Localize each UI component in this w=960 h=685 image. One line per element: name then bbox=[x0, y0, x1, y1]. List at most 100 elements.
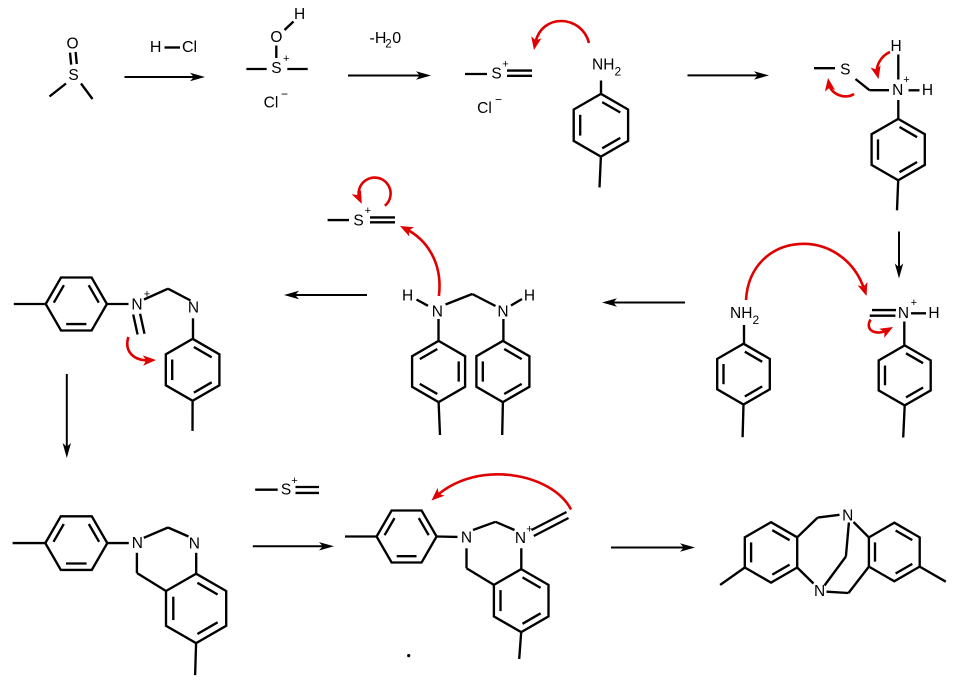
inner-double-bond bbox=[521, 576, 542, 589]
tolyl-ring bbox=[43, 515, 109, 572]
dehydration-text: 0 bbox=[392, 30, 401, 47]
inner-double-bond bbox=[196, 621, 219, 636]
ring-outline bbox=[743, 520, 799, 584]
nitrogen-label: N bbox=[497, 303, 508, 320]
inner-double-bond bbox=[193, 345, 213, 359]
reaction-arrow-3 bbox=[687, 71, 769, 80]
arrowhead bbox=[894, 263, 904, 279]
methyl-bond bbox=[501, 402, 505, 436]
electron-arrow-curve bbox=[357, 176, 392, 207]
electron-arrowhead bbox=[879, 327, 893, 338]
methyl-bond bbox=[518, 632, 523, 660]
sulfur-label: S bbox=[281, 482, 291, 499]
electron-arrowhead bbox=[824, 78, 836, 92]
ring-outline bbox=[867, 521, 921, 583]
inner-double-bond bbox=[503, 347, 523, 361]
plus-charge: + bbox=[911, 297, 917, 309]
oxygen-label: O bbox=[270, 29, 282, 46]
c-n-bond bbox=[817, 513, 840, 519]
hydrogen-label: H bbox=[294, 6, 305, 23]
reaction-arrow-5 bbox=[602, 298, 685, 307]
inner-double-bond bbox=[193, 381, 213, 394]
n-c-bond bbox=[143, 526, 169, 539]
inner-double-bond bbox=[87, 523, 101, 543]
dmso-molecule: O S bbox=[48, 36, 94, 100]
inner-double-bond bbox=[52, 523, 65, 543]
thionium-ion-2: S + bbox=[327, 205, 395, 230]
n-c-double-bond bbox=[533, 516, 570, 538]
electron-arrow-thionium-loop bbox=[351, 176, 392, 207]
electron-arrowhead bbox=[351, 189, 362, 204]
s-o-double-bond bbox=[74, 51, 78, 65]
inner-double-bond bbox=[601, 136, 621, 150]
trogers-base-product: N N bbox=[719, 508, 947, 600]
tolyl-ring bbox=[870, 117, 926, 182]
inner-double-bond bbox=[771, 563, 791, 576]
amine-label: NH bbox=[592, 57, 614, 74]
minus-charge: − bbox=[495, 93, 502, 107]
inner-double-bond bbox=[196, 581, 219, 596]
inner-double-bond bbox=[895, 562, 913, 575]
n-tolyl-iminium: N + H bbox=[869, 297, 940, 438]
bis-tolyl-aminal: H N N H bbox=[402, 288, 535, 436]
ring-outline bbox=[43, 515, 109, 572]
toluidine-ring bbox=[572, 92, 630, 158]
nitrogen-label: N bbox=[131, 296, 142, 313]
aminal-iminium: N + N bbox=[13, 276, 221, 431]
ring-outline bbox=[870, 117, 926, 182]
amine-label: NH bbox=[730, 305, 752, 322]
methyl-bond bbox=[741, 404, 745, 438]
s-c-bond bbox=[854, 78, 871, 92]
inner-double-bond bbox=[905, 352, 924, 365]
reaction-arrow-7 bbox=[62, 374, 71, 458]
n-c-bond bbox=[844, 522, 851, 557]
inner-double-bond bbox=[419, 382, 438, 396]
hydrogen-label: H bbox=[524, 288, 535, 305]
electron-arrow-ring-attack bbox=[126, 336, 156, 366]
reaction-arrow-8 bbox=[252, 542, 334, 551]
n-c-bond bbox=[472, 520, 496, 532]
c-n-bond bbox=[167, 526, 189, 538]
electron-arrow-pi-to-nitrogen bbox=[867, 318, 893, 338]
tolyl-ring bbox=[410, 339, 467, 404]
n-c-bond bbox=[826, 590, 849, 595]
benzo-ring bbox=[164, 572, 228, 645]
electron-arrow-amine-attack bbox=[531, 19, 591, 50]
c-c-bond bbox=[465, 567, 495, 586]
stray-dot bbox=[407, 654, 411, 658]
ring-outline bbox=[164, 337, 221, 403]
plus-charge: + bbox=[903, 74, 909, 86]
c-c-bond bbox=[847, 565, 870, 594]
electron-arrowhead bbox=[400, 226, 414, 237]
n-c-bond bbox=[143, 287, 169, 301]
arrowhead bbox=[284, 290, 299, 300]
nitrogen-label: N bbox=[189, 536, 200, 553]
electron-arrow-arene-attack bbox=[431, 473, 573, 511]
thionium-ion-1: S + bbox=[465, 59, 532, 83]
n-c-double-bond bbox=[138, 313, 146, 335]
inner-double-bond bbox=[419, 347, 438, 361]
methyl-bond bbox=[80, 82, 94, 100]
protonated-dmso: H O S + bbox=[246, 6, 308, 77]
electron-arrow-curve bbox=[827, 83, 855, 98]
benzo-ring bbox=[867, 521, 921, 583]
inner-double-bond bbox=[87, 284, 100, 304]
sulfonium-ammonium-adduct: S N + H H bbox=[814, 38, 933, 211]
methyl-bond bbox=[193, 643, 198, 676]
amine-subscript: 2 bbox=[615, 65, 622, 79]
c-c-bond bbox=[136, 572, 167, 592]
electron-arrow-curve bbox=[435, 473, 573, 511]
inner-double-bond bbox=[905, 386, 924, 399]
sulfur-label: S bbox=[68, 67, 78, 84]
inner-double-bond bbox=[601, 101, 621, 114]
inner-double-bond bbox=[771, 529, 791, 542]
n-c-bond bbox=[852, 521, 870, 539]
reaction-arrow-6 bbox=[284, 290, 367, 300]
nitrogen-label: N bbox=[432, 303, 443, 320]
n-c-double-bond bbox=[530, 510, 568, 532]
inner-double-bond bbox=[898, 125, 918, 139]
sulfur-label: S bbox=[840, 62, 850, 79]
c-n-bond bbox=[823, 555, 847, 587]
dehydration-text: -H bbox=[370, 30, 387, 47]
tolyl-ring bbox=[375, 509, 438, 564]
